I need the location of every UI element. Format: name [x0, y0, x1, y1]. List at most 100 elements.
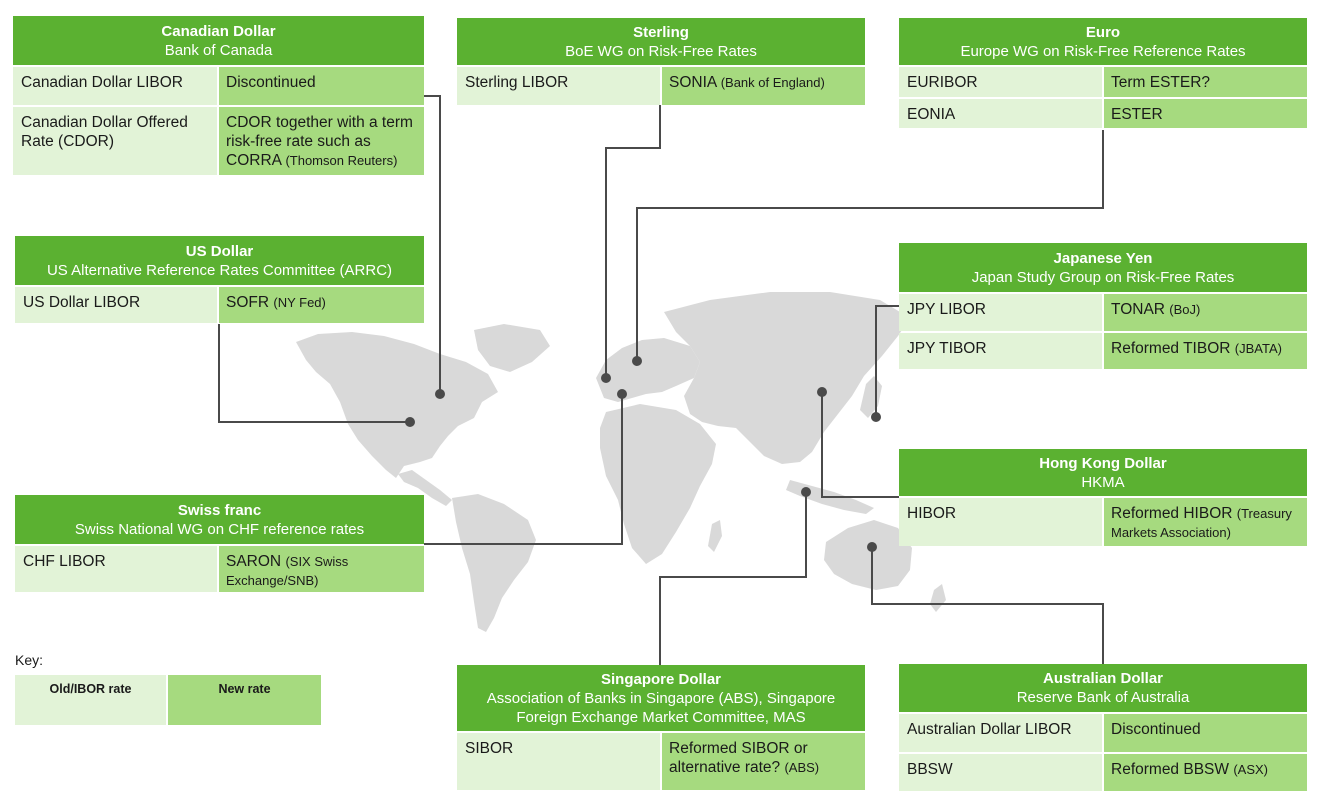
panel-header: Sterling BoE WG on Risk-Free Rates: [457, 18, 865, 65]
new-rate: CDOR together with a term risk-free rate…: [219, 107, 424, 175]
rate-source: (ASX): [1233, 762, 1268, 777]
dot-japan: [871, 412, 881, 422]
old-rate: HIBOR: [899, 498, 1102, 546]
new-rate-label: SOFR: [226, 294, 270, 311]
rate-row: Canadian Dollar Offered Rate (CDOR) CDOR…: [13, 107, 424, 175]
old-rate: JPY LIBOR: [899, 294, 1102, 331]
rate-row: EURIBOR Term ESTER?: [899, 67, 1307, 97]
new-rate: Reformed HIBOR (Treasury Markets Associa…: [1104, 498, 1307, 546]
old-rate: JPY TIBOR: [899, 333, 1102, 369]
rate-row: CHF LIBOR SARON (SIX Swiss Exchange/SNB): [15, 546, 424, 592]
new-rate-label: Discontinued: [1111, 721, 1201, 738]
new-rate: Discontinued: [1104, 714, 1307, 752]
panel-title: Sterling: [633, 23, 689, 41]
panel-header: Canadian Dollar Bank of Canada: [13, 16, 424, 65]
new-rate-label: TONAR: [1111, 301, 1165, 318]
panel-body: Japan Study Group on Risk-Free Rates: [971, 268, 1235, 286]
panel-body: BoE WG on Risk-Free Rates: [565, 42, 757, 60]
rate-row: SIBOR Reformed SIBOR or alternative rate…: [457, 733, 865, 790]
panel-body: Europe WG on Risk-Free Reference Rates: [960, 42, 1246, 60]
panel-hong-kong-dollar: Hong Kong Dollar HKMA HIBOR Reformed HIB…: [899, 449, 1307, 546]
rate-source: (Treasury Markets Association): [1111, 506, 1292, 540]
new-rate-label: Reformed SIBOR or alternative rate?: [669, 740, 808, 776]
new-rate-label: ESTER: [1111, 106, 1163, 123]
connector-aud: [871, 547, 1104, 664]
panel-title: Euro: [1085, 23, 1121, 41]
rate-row: HIBOR Reformed HIBOR (Treasury Markets A…: [899, 498, 1307, 546]
north-america-shape: [296, 332, 498, 478]
new-rate: SOFR (NY Fed): [219, 287, 424, 323]
old-rate: EONIA: [899, 99, 1102, 128]
rate-source: (SIX Swiss Exchange/SNB): [226, 554, 349, 588]
legend-key: Old/IBOR rate New rate: [15, 675, 321, 725]
rate-source: (JBATA): [1234, 341, 1282, 356]
panel-header: Euro Europe WG on Risk-Free Reference Ra…: [899, 18, 1307, 65]
new-rate: Discontinued: [219, 67, 424, 105]
panel-title: Hong Kong Dollar: [1039, 454, 1167, 472]
panel-japanese-yen: Japanese Yen Japan Study Group on Risk-F…: [899, 243, 1307, 369]
location-dots: [405, 356, 881, 552]
old-rate: EURIBOR: [899, 67, 1102, 97]
panel-title: Singapore Dollar: [600, 670, 722, 688]
asia-shape: [664, 292, 910, 464]
new-rate-label: Reformed BBSW: [1111, 761, 1230, 778]
connector-chf: [424, 394, 623, 545]
key-old-rate: Old/IBOR rate: [15, 675, 166, 725]
south-america-shape: [452, 494, 536, 632]
panel-canadian-dollar: Canadian Dollar Bank of Canada Canadian …: [13, 16, 424, 175]
old-rate: Sterling LIBOR: [457, 67, 660, 105]
dot-singapore: [801, 487, 811, 497]
new-rate-label: Reformed TIBOR: [1111, 340, 1231, 357]
rate-source: (Bank of England): [720, 75, 825, 90]
dot-uk: [601, 373, 611, 383]
japan-shape: [860, 376, 882, 418]
old-rate: CHF LIBOR: [15, 546, 217, 592]
connector-lines: [218, 95, 1104, 665]
panel-singapore-dollar: Singapore Dollar Association of Banks in…: [457, 665, 865, 790]
rate-source: (BoJ): [1169, 302, 1201, 317]
panel-title: Canadian Dollar: [161, 22, 276, 40]
dot-canada: [435, 389, 445, 399]
new-rate: SARON (SIX Swiss Exchange/SNB): [219, 546, 424, 592]
panel-body: Bank of Canada: [164, 41, 273, 59]
panel-header: Hong Kong Dollar HKMA: [899, 449, 1307, 496]
panel-sterling: Sterling BoE WG on Risk-Free Rates Sterl…: [457, 18, 865, 105]
rate-source: (Thomson Reuters): [285, 153, 398, 168]
panel-title: US Dollar: [185, 242, 254, 260]
old-rate: SIBOR: [457, 733, 660, 790]
connector-eur: [636, 130, 1104, 361]
new-rate: TONAR (BoJ): [1104, 294, 1307, 331]
dot-hong-kong: [817, 387, 827, 397]
panel-swiss-franc: Swiss franc Swiss National WG on CHF ref…: [15, 495, 424, 592]
rate-source: (ABS): [784, 760, 820, 775]
panel-us-dollar: US Dollar US Alternative Reference Rates…: [15, 236, 424, 323]
new-rate-label: Term ESTER?: [1111, 74, 1211, 91]
panel-title: Japanese Yen: [1053, 249, 1153, 267]
connector-jpy: [875, 305, 899, 417]
rate-row: BBSW Reformed BBSW (ASX): [899, 754, 1307, 791]
rate-row: Canadian Dollar LIBOR Discontinued: [13, 67, 424, 105]
old-rate: BBSW: [899, 754, 1102, 791]
old-rate: US Dollar LIBOR: [15, 287, 217, 323]
rate-row: Australian Dollar LIBOR Discontinued: [899, 714, 1307, 752]
panel-header: US Dollar US Alternative Reference Rates…: [15, 236, 424, 285]
rate-row: Sterling LIBOR SONIA (Bank of England): [457, 67, 865, 105]
new-rate: ESTER: [1104, 99, 1307, 128]
rate-row: US Dollar LIBOR SOFR (NY Fed): [15, 287, 424, 323]
central-america-shape: [398, 470, 452, 506]
new-rate-label: SONIA: [669, 74, 717, 91]
dot-usa: [405, 417, 415, 427]
panel-body: Reserve Bank of Australia: [1016, 689, 1190, 706]
panel-title: Australian Dollar: [1042, 670, 1164, 687]
panel-euro: Euro Europe WG on Risk-Free Reference Ra…: [899, 18, 1307, 128]
connector-sgd: [659, 492, 807, 665]
australia-shape: [824, 520, 912, 590]
europe-shape: [596, 338, 700, 402]
new-rate: Term ESTER?: [1104, 67, 1307, 97]
old-rate: Canadian Dollar Offered Rate (CDOR): [13, 107, 217, 175]
new-rate-label: Discontinued: [226, 74, 316, 91]
panel-australian-dollar: Australian Dollar Reserve Bank of Austra…: [899, 664, 1307, 791]
connector-hkd: [821, 392, 899, 498]
rate-row: EONIA ESTER: [899, 99, 1307, 128]
